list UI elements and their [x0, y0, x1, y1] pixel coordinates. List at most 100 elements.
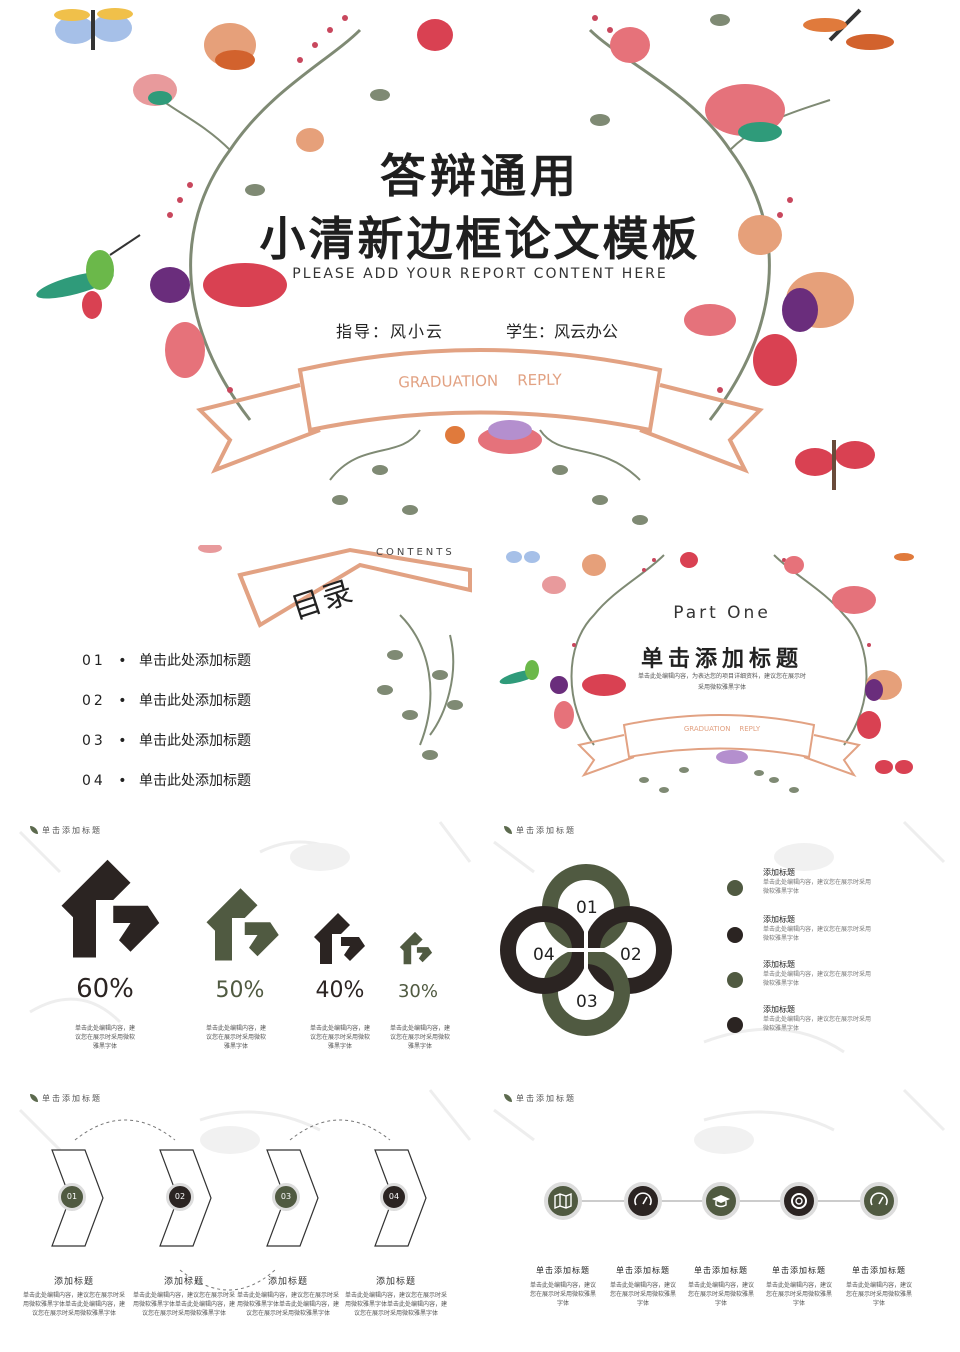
- desc-line: 议您在展示时采用微软雅黑字体: [245, 1310, 330, 1317]
- cover-title-line1: 答辩通用: [380, 149, 580, 203]
- bullet-dot: [727, 880, 743, 896]
- percent-slide: 单击添加标题 60% 50% 40% 30% 单击此处编辑内容，建 议您在展示时…: [0, 812, 478, 1074]
- item-title: 单击添加标题: [852, 1266, 906, 1275]
- desc-line: 单击此处编辑内容，建议: [845, 1282, 912, 1289]
- toc-slide: 目录 CONTENTS 01 • 单击此处添加标题 02 • 单击此处添加标题 …: [0, 545, 478, 807]
- map-icon: [554, 1192, 572, 1210]
- desc-line: 单击此处编辑内容，建议: [609, 1282, 676, 1289]
- bullet-dot: [727, 927, 743, 943]
- desc-line: 单击此处编辑内容，建议: [765, 1282, 832, 1289]
- timeline-text-5: 单击添加标题 单击此处编辑内容，建议 您在展示时采用微软雅黑 字体: [840, 1266, 918, 1308]
- ring-label-04: 04: [533, 945, 555, 965]
- item-desc-line: 单击此处编辑内容，建议您在展示时采用: [763, 971, 872, 978]
- item-desc-line: 微软雅黑字体: [763, 935, 800, 942]
- part-title: 单击添加标题: [640, 647, 803, 672]
- item-desc-line: 微软雅黑字体: [763, 888, 800, 895]
- item-title: 添加标题: [763, 1005, 795, 1014]
- step-text-1: 添加标题 单击此处编辑内容，建议您在展示时采 用微软雅黑字体单击此处编辑内容，建…: [22, 1278, 126, 1318]
- toc-item-2[interactable]: 02 • 单击此处添加标题: [82, 690, 251, 710]
- timeline-text-1: 单击添加标题 单击此处编辑内容，建议 您在展示时采用微软雅黑 字体: [524, 1266, 602, 1308]
- rings-list-item-3: 添加标题 单击此处编辑内容，建议您在展示时采用 微软雅黑字体: [724, 959, 944, 988]
- arrow-graphic-40: [314, 913, 365, 964]
- toc-item-4[interactable]: 04 • 单击此处添加标题: [82, 770, 251, 790]
- step-title: 添加标题: [267, 1277, 308, 1287]
- part-one-slide: Part One 单击添加标题 单击此处编辑内容，为表达您的项目详细资料，建议您…: [484, 545, 960, 807]
- header-leaf-icon: [30, 1094, 38, 1102]
- desc-line: 单击此处编辑内容，建议: [687, 1282, 754, 1289]
- floral-frame-illustration: [36, 8, 894, 525]
- slide-header: 单击添加标题: [42, 1094, 102, 1103]
- item-desc-line: 微软雅黑字体: [763, 980, 800, 987]
- slide-header: 单击添加标题: [516, 826, 576, 835]
- timeline-node-5: [860, 1182, 898, 1220]
- percent-desc-1: 单击此处编辑内容，建 议您在展示时采用微软 雅黑字体: [55, 1024, 155, 1051]
- desc-line: 单击此处编辑内容，建议您在展示时采: [132, 1292, 235, 1299]
- desc-line: 字体: [792, 1300, 805, 1307]
- part-ribbon-text: GRADUATION REPLY: [683, 725, 761, 733]
- timeline-text-2: 单击添加标题 单击此处编辑内容，建议 您在展示时采用微软雅黑 字体: [604, 1266, 682, 1308]
- step-number: 03: [280, 1192, 292, 1201]
- bullet-dot: [727, 1017, 743, 1033]
- toc-contents-label: CONTENTS: [376, 547, 455, 558]
- step-number: 01: [66, 1192, 78, 1201]
- rings-list-item-4: 添加标题 单击此处编辑内容，建议您在展示时采用 微软雅黑字体: [724, 1004, 944, 1033]
- percent-value-3: 40%: [315, 978, 365, 1003]
- desc-line: 单击此处编辑内容，建: [74, 1025, 135, 1032]
- toc-item-number: 04: [82, 773, 106, 789]
- desc-line: 议您在展示时采用微软雅黑字体: [141, 1310, 226, 1317]
- item-title: 单击添加标题: [536, 1266, 590, 1275]
- toc-item-text: 单击此处添加标题: [139, 693, 251, 709]
- rings-list-item-1: 添加标题 单击此处编辑内容，建议您在展示时采用 微软雅黑字体: [724, 867, 944, 896]
- item-desc-line: 单击此处编辑内容，建议您在展示时采用: [763, 926, 872, 933]
- timeline-node-1: [544, 1182, 582, 1220]
- timeline-node-3: [702, 1182, 740, 1220]
- desc-line: 单击此处编辑内容，建: [309, 1025, 370, 1032]
- desc-line: 议您在展示时采用微软: [74, 1034, 135, 1041]
- desc-line: 您在展示时采用微软雅黑: [845, 1291, 912, 1298]
- desc-line: 您在展示时采用微软雅黑: [765, 1291, 832, 1298]
- toc-item-3[interactable]: 03 • 单击此处添加标题: [82, 730, 251, 750]
- toc-item-number: 01: [82, 653, 106, 669]
- desc-line: 议您在展示时采用微软: [309, 1034, 370, 1041]
- toc-item-number: 03: [82, 733, 106, 749]
- step-circle-02: 02: [166, 1183, 194, 1211]
- toc-item-text: 单击此处添加标题: [139, 733, 251, 749]
- desc-line: 单击此处编辑内容，建议您在展示时采: [22, 1292, 125, 1299]
- toc-item-number: 02: [82, 693, 106, 709]
- item-title: 添加标题: [763, 960, 795, 969]
- bullet-dot: [727, 972, 743, 988]
- cover-student: 学生：风云办公: [506, 322, 619, 341]
- timeline-slide: 单击添加标题 单击添加标题 单击此处编辑内容，建议 您在展示时采用微软雅黑 字体…: [484, 1080, 960, 1342]
- desc-line: 单击此处编辑内容，建议您在展示时采: [344, 1292, 447, 1299]
- desc-line: 字体: [636, 1300, 649, 1307]
- item-title: 单击添加标题: [772, 1266, 826, 1275]
- item-desc-line: 单击此处编辑内容，建议您在展示时采用: [763, 1016, 872, 1023]
- toc-item-text: 单击此处添加标题: [139, 773, 251, 789]
- cover-title-line2: 小清新边框论文模板: [259, 212, 701, 266]
- desc-line: 雅黑字体: [92, 1043, 117, 1050]
- desc-line: 用微软雅黑字体单击此处编辑内容，建: [132, 1301, 235, 1308]
- desc-line: 议您在展示时采用微软: [389, 1034, 450, 1041]
- step-title: 添加标题: [375, 1277, 416, 1287]
- percent-value-2: 50%: [215, 978, 265, 1003]
- background-doodle: [493, 1088, 946, 1202]
- step-circle-01: 01: [58, 1183, 86, 1211]
- step-number: 04: [388, 1192, 400, 1201]
- toc-item-1[interactable]: 01 • 单击此处添加标题: [82, 650, 251, 670]
- desc-line: 用微软雅黑字体单击此处编辑内容，建: [344, 1301, 447, 1308]
- part-label: Part One: [673, 603, 771, 623]
- lifebuoy-icon: [791, 1193, 807, 1209]
- gauge-icon: [634, 1192, 652, 1206]
- arrow-graphic-50: [206, 888, 279, 961]
- step-circle-03: 03: [272, 1183, 300, 1211]
- desc-line: 您在展示时采用微软雅黑: [609, 1291, 676, 1298]
- desc-line: 单击此处编辑内容，建: [389, 1025, 450, 1032]
- item-title: 添加标题: [763, 915, 795, 924]
- toc-bullet: •: [118, 693, 127, 709]
- item-desc-line: 单击此处编辑内容，建议您在展示时采用: [763, 879, 872, 886]
- step-number: 02: [174, 1192, 186, 1201]
- slide-header: 单击添加标题: [516, 1094, 576, 1103]
- desc-line: 雅黑字体: [327, 1043, 352, 1050]
- arrow-graphic-60: [61, 859, 160, 958]
- graduation-cap-icon: [712, 1195, 730, 1208]
